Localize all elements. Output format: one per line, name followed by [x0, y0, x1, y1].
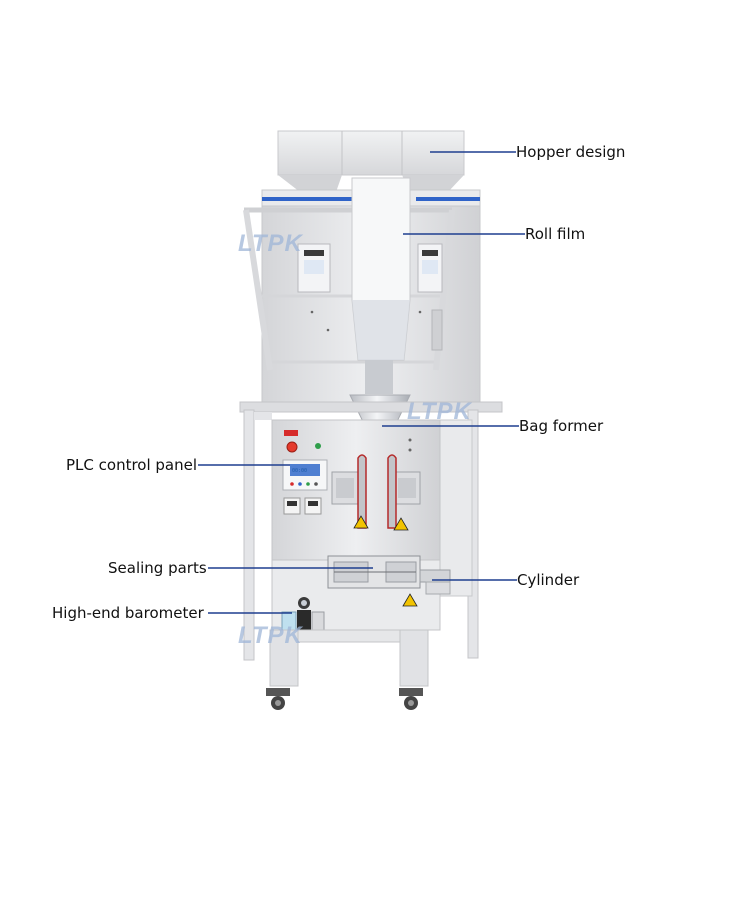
label-sealing-parts: Sealing parts	[108, 559, 207, 577]
warning-labels	[353, 515, 418, 607]
hopper	[277, 130, 465, 192]
watermark: LTPK	[238, 622, 304, 649]
cylinder	[419, 569, 451, 595]
watermarks: LTPK LTPK LTPK	[238, 230, 473, 649]
svg-text:00:00: 00:00	[292, 468, 307, 474]
label-bag-former: Bag former	[519, 417, 604, 435]
roll-film	[351, 177, 411, 394]
watermark: LTPK	[238, 230, 304, 257]
watermark: LTPK	[407, 398, 473, 425]
label-roll-film: Roll film	[525, 225, 586, 243]
label-high-end-barometer: High-end barometer	[52, 604, 204, 622]
leader-lines	[198, 151, 525, 614]
label-cylinder: Cylinder	[517, 571, 580, 589]
vertical-sealers	[331, 454, 421, 529]
legs-and-casters	[266, 629, 429, 710]
label-plc-control-panel: PLC control panel	[66, 456, 198, 474]
label-hopper-design: Hopper design	[516, 143, 626, 161]
plc-panel: 00:00	[282, 430, 412, 515]
horizontal-sealer	[327, 555, 421, 589]
